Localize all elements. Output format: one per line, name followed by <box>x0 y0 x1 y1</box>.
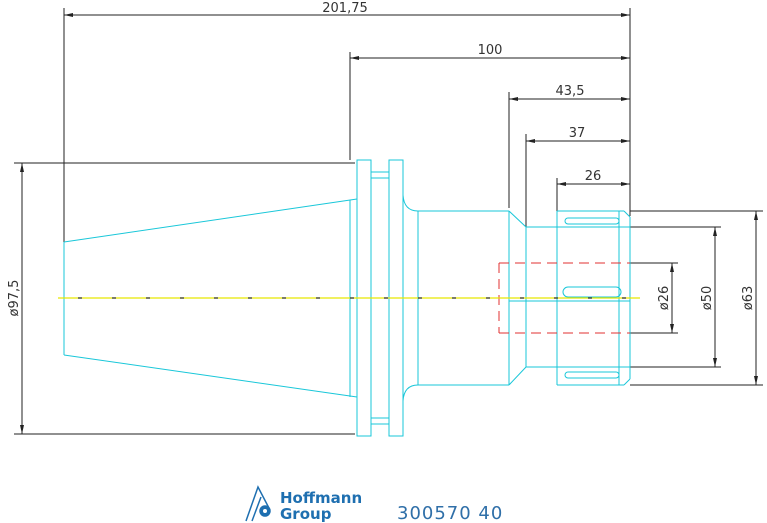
dim-dia-50: ø50 <box>700 286 715 311</box>
hoffmann-group-logo: Hoffmann Group <box>245 485 362 523</box>
dim-dia-97-5: ø97,5 <box>7 280 22 317</box>
dim-length-37: 37 <box>569 126 586 141</box>
dim-length-26: 26 <box>585 169 602 184</box>
logo-mark-icon <box>245 485 271 522</box>
part-number: 300570 40 <box>397 503 503 523</box>
dim-length-43-5: 43,5 <box>556 84 585 99</box>
dim-length-100: 100 <box>478 43 503 58</box>
dimension-lines <box>14 8 763 435</box>
dim-overall-length: 201,75 <box>322 1 368 16</box>
dim-dia-63: ø63 <box>741 286 756 311</box>
dim-dia-26: ø26 <box>657 286 672 311</box>
logo-text-hoffmann: Hoffmann <box>280 489 362 507</box>
logo-text-group: Group <box>280 505 332 523</box>
dimension-arrows <box>20 13 758 434</box>
